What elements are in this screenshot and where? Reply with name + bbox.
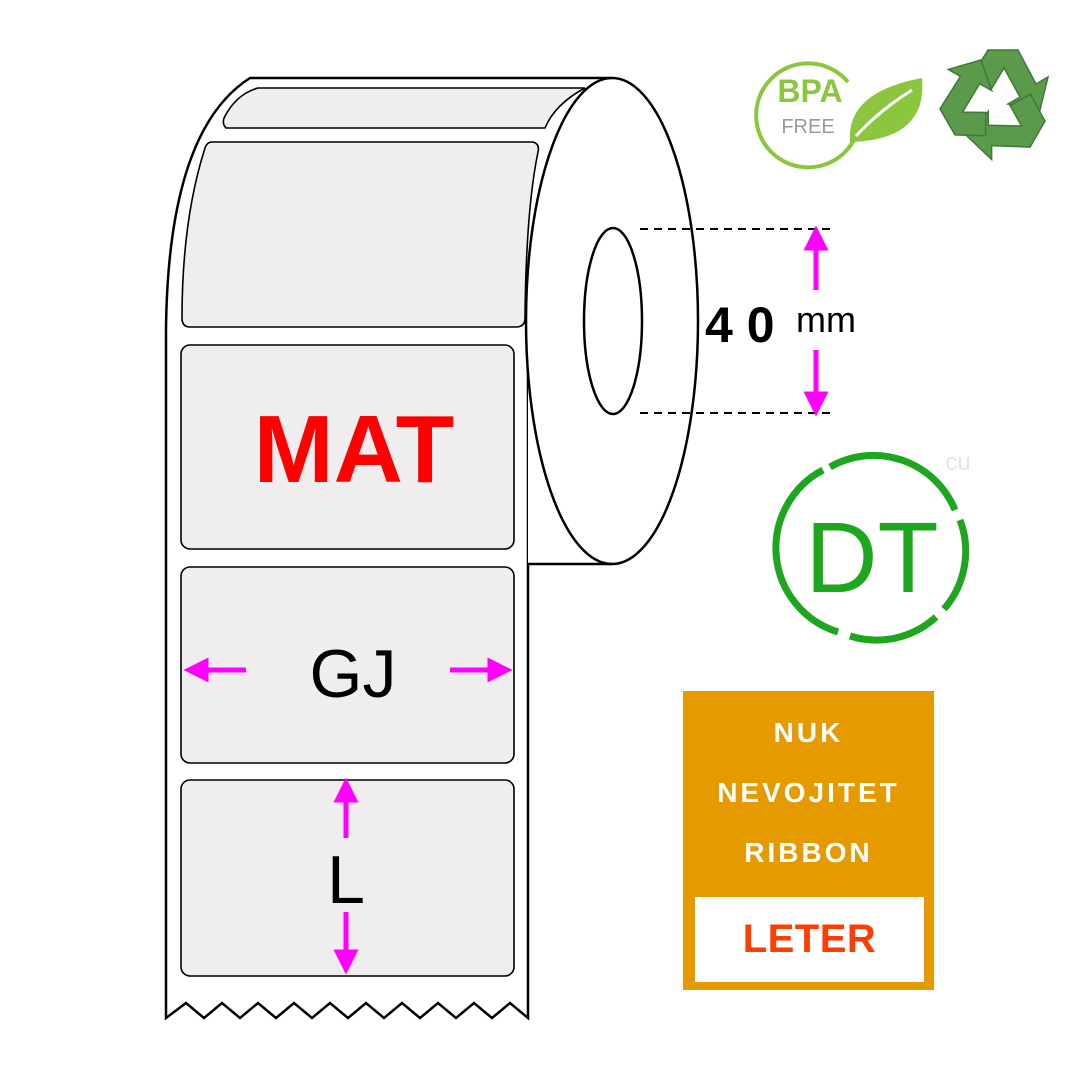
leaf-icon — [849, 78, 923, 142]
badge-line-3: RIBBON — [744, 837, 873, 868]
core-dimension: 40 mm — [640, 225, 856, 417]
bpa-free-badge: BPA FREE — [754, 61, 923, 170]
dt-logo: DT cu — [772, 449, 971, 644]
corner-mark: cu — [945, 449, 970, 476]
label-1 — [181, 141, 540, 328]
core-diameter-unit: mm — [796, 299, 856, 340]
roll-body — [164, 76, 613, 1021]
free-label: FREE — [781, 116, 834, 138]
badge-line-2: NEVOJITET — [717, 777, 900, 808]
bpa-label: BPA — [777, 73, 842, 109]
badge-line-1: NUK — [773, 717, 844, 748]
width-label: GJ — [310, 636, 397, 712]
roll-core — [582, 226, 644, 416]
core-diameter-value: 40 — [705, 297, 789, 353]
no-ribbon-badge: NUK NEVOJITET RIBBON LETER — [683, 691, 934, 990]
badge-paper-box: LETER — [695, 897, 924, 982]
label-3 — [180, 566, 515, 764]
finish-label: MAT — [254, 396, 455, 503]
length-label: L — [327, 842, 365, 918]
label-top-edge — [222, 87, 586, 129]
paper-label: LETER — [742, 917, 877, 961]
label-2 — [180, 344, 515, 550]
dt-letters: DT — [805, 502, 938, 614]
roll-side — [524, 76, 700, 566]
recycle-icon — [939, 49, 1050, 162]
